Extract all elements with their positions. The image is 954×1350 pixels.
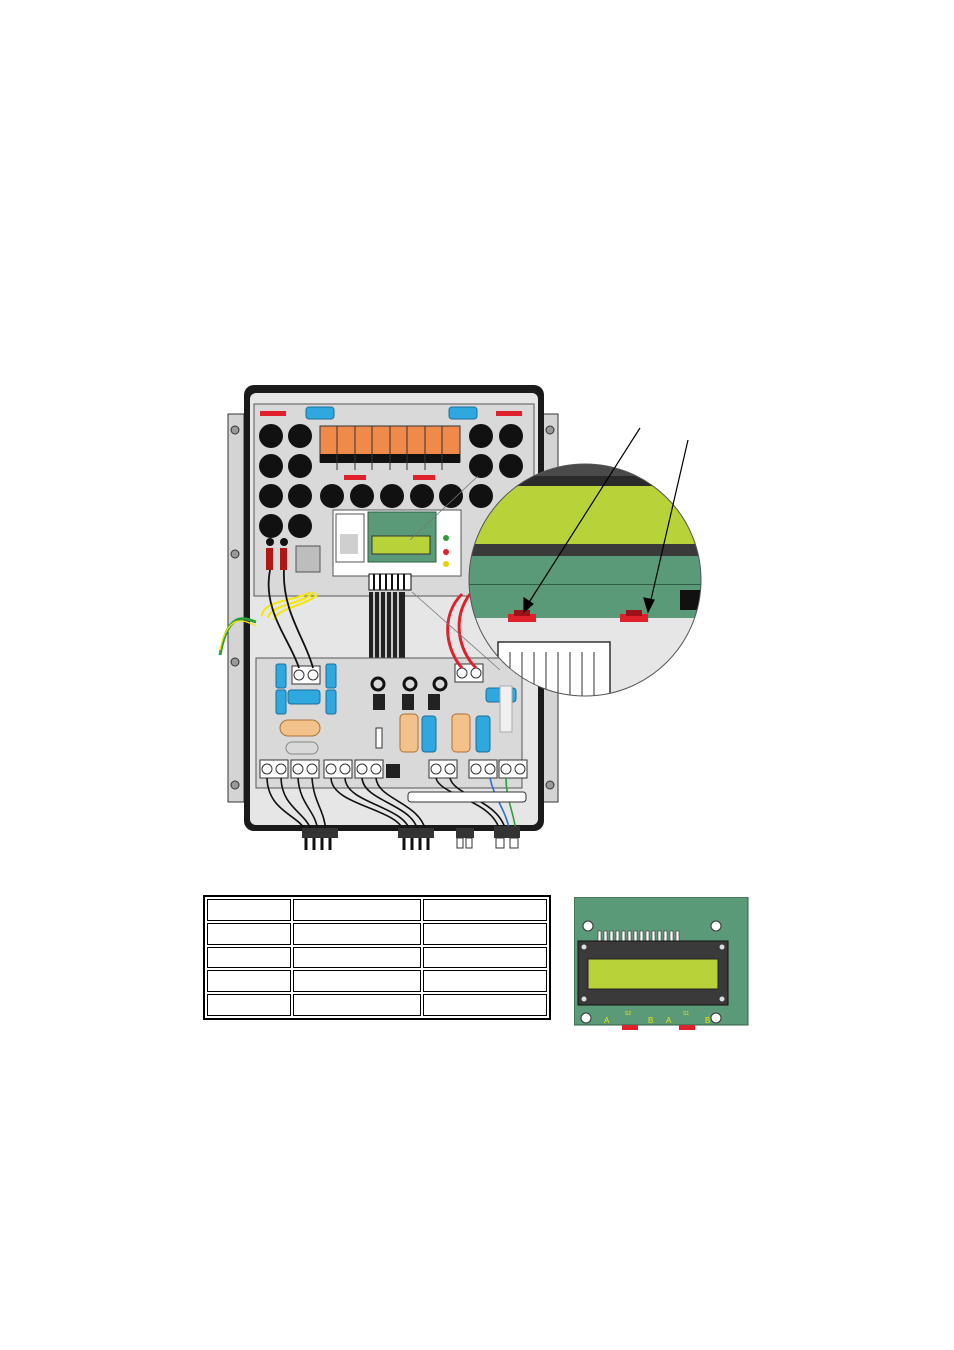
table-cell: [293, 994, 421, 1016]
table-cell: [293, 970, 421, 993]
cable-gland-row-left: [259, 424, 312, 538]
callout-lines: [523, 427, 689, 614]
table-cell: [207, 922, 291, 945]
relay-bank: [319, 425, 461, 470]
table-cell: [293, 946, 421, 969]
button-s2[interactable]: [622, 1025, 638, 1030]
cable-gland-row-right: [469, 424, 523, 508]
table-cell: [422, 899, 547, 921]
bottom-cable-ends: [304, 838, 430, 850]
mounting-hole: [582, 920, 594, 932]
table-row: [207, 946, 547, 969]
lower-board: [255, 657, 528, 789]
cable-gland-row-middle: [320, 484, 463, 508]
transformer: [295, 545, 321, 573]
label-b-right: B: [705, 1016, 710, 1025]
label-s1: S1: [683, 1011, 689, 1017]
label-b-left: B: [648, 1016, 653, 1025]
table-row: [207, 970, 547, 993]
table-row: [207, 994, 547, 1016]
table-cell: [207, 899, 291, 921]
red-wires: [446, 592, 478, 670]
table-cell: [293, 922, 421, 945]
label-a-left: A: [604, 1016, 610, 1025]
lcd-display-board: S2 S1 A B A B: [574, 897, 749, 1030]
table-row: [207, 922, 547, 945]
mounting-flange-left: [227, 413, 245, 803]
table-row: [207, 899, 547, 921]
fuse-wires: [267, 569, 314, 669]
table-cell: [422, 946, 547, 969]
label-a-right: A: [666, 1016, 672, 1025]
mounting-hole: [710, 920, 722, 932]
mounting-hole: [580, 1012, 592, 1024]
fuse-holders: [266, 538, 288, 570]
table-cell: [422, 994, 547, 1016]
empty-table: [203, 895, 551, 1020]
label-s2: S2: [625, 1011, 631, 1017]
table-cell: [422, 970, 547, 993]
button-s1[interactable]: [679, 1025, 695, 1030]
table-cell: [293, 899, 421, 921]
ribbon-cable: [369, 592, 405, 666]
table-cell: [207, 946, 291, 969]
earth-wire: [218, 617, 257, 656]
bottom-glands: [302, 826, 520, 838]
table-cell: [207, 970, 291, 993]
cable-tray: [407, 791, 527, 803]
table-cell: [422, 922, 547, 945]
zoom-cone: [409, 475, 501, 671]
ribbon-connector: [368, 573, 412, 591]
lcd-screen: [587, 958, 719, 990]
table-cell: [207, 994, 291, 1016]
controller-board: [332, 509, 462, 577]
mounting-hole: [710, 1012, 722, 1024]
terminal-blocks: [259, 663, 528, 779]
